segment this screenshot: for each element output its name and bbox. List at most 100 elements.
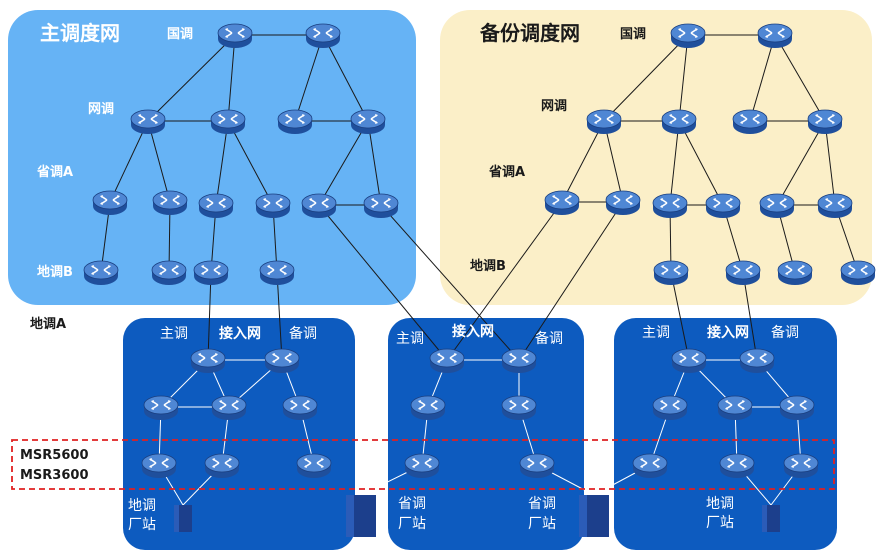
server-icon: [762, 505, 780, 532]
router-icon: [671, 348, 707, 374]
link-line: [147, 120, 171, 203]
router-icon: [817, 193, 853, 219]
link-line: [207, 271, 212, 361]
router-icon: [211, 395, 247, 421]
access-1-site-line1: 地调: [128, 498, 156, 514]
router-icon: [363, 193, 399, 219]
router-icon: [739, 348, 775, 374]
router-icon: [404, 453, 440, 479]
access-3-backup-label: 备调: [771, 324, 799, 341]
router-icon: [783, 453, 819, 479]
link-line: [380, 204, 520, 361]
router-icon: [544, 190, 580, 216]
router-icon: [632, 453, 668, 479]
backup-level-grid: 网调: [541, 99, 567, 114]
access-2-site-left-line1: 省调: [398, 496, 426, 512]
access-1-main-label: 主调: [160, 326, 188, 342]
router-icon: [204, 453, 240, 479]
access-3-title: 接入网: [707, 324, 749, 341]
link-line: [367, 120, 382, 206]
link-line: [824, 120, 836, 206]
access-panel-1: [123, 318, 355, 550]
link-line: [669, 120, 680, 206]
link-line: [446, 201, 563, 361]
link-line: [147, 34, 236, 122]
router-icon: [586, 109, 622, 135]
access-panel-2: [388, 318, 584, 550]
router-icon: [717, 395, 753, 421]
router-icon: [92, 190, 128, 216]
link-line: [749, 34, 776, 122]
access-2-site-left-line2: 厂站: [398, 516, 426, 532]
router-icon: [190, 348, 226, 374]
router-icon: [282, 395, 318, 421]
router-icon: [350, 109, 386, 135]
router-icon: [759, 193, 795, 219]
access-1-title: 接入网: [219, 325, 261, 342]
highlight-model-line2: MSR3600: [20, 468, 89, 483]
router-icon: [301, 193, 337, 219]
link-line: [678, 34, 689, 122]
link-line: [603, 120, 624, 203]
access-3-site-line1: 地调: [706, 496, 734, 512]
access-1-backup-label: 备调: [289, 325, 317, 342]
backup-level-district-b: 地调B: [470, 258, 506, 274]
router-icon: [501, 395, 537, 421]
router-icon: [152, 190, 188, 216]
router-icon: [653, 260, 689, 286]
router-icon: [141, 453, 177, 479]
main-level-district-b: 地调B: [37, 264, 73, 280]
router-icon: [807, 109, 843, 135]
router-icon: [725, 260, 761, 286]
backup-level-province: 省调A: [488, 164, 525, 180]
link-line: [670, 271, 690, 361]
router-icon: [277, 109, 313, 135]
server-icon: [174, 505, 192, 532]
router-icon: [264, 348, 300, 374]
router-icon: [130, 109, 166, 135]
access-2-main-label: 主调: [396, 331, 424, 347]
access-2-title: 接入网: [452, 323, 494, 340]
link-line: [774, 34, 826, 122]
link-line: [318, 204, 448, 361]
router-icon: [143, 395, 179, 421]
router-icon: [429, 348, 465, 374]
router-icon: [259, 260, 295, 286]
router-icon: [732, 109, 768, 135]
main-level-national: 国调: [167, 27, 193, 42]
access-2-site-right-line2: 厂站: [528, 516, 556, 532]
server-icon: [346, 495, 376, 537]
main-level-grid: 网调: [88, 102, 114, 117]
router-icon: [210, 109, 246, 135]
main-dispatch-panel: [8, 10, 416, 305]
router-icon: [151, 260, 187, 286]
link-line: [318, 120, 369, 206]
router-icon: [652, 395, 688, 421]
router-icon: [777, 260, 813, 286]
router-icon: [519, 453, 555, 479]
router-icon: [83, 260, 119, 286]
server-icon: [579, 495, 609, 537]
backup-level-national: 国调: [620, 27, 646, 42]
link-line: [294, 34, 324, 122]
link-line: [742, 271, 758, 361]
link-line: [215, 120, 229, 206]
access-2-site-right-line1: 省调: [528, 496, 556, 512]
router-icon: [217, 23, 253, 49]
district-a-label: 地调A: [30, 316, 66, 332]
router-icon: [501, 348, 537, 374]
router-icon: [255, 193, 291, 219]
link-line: [227, 120, 274, 206]
router-icon: [605, 190, 641, 216]
backup-dispatch-panel: [440, 10, 872, 305]
highlight-model-line1: MSR5600: [20, 448, 89, 463]
router-icon: [661, 109, 697, 135]
link-line: [276, 271, 283, 361]
router-icon: [410, 395, 446, 421]
main-panel-title: 主调度网: [40, 21, 120, 45]
link-line: [678, 120, 724, 206]
link-line: [603, 34, 689, 122]
router-icon: [652, 193, 688, 219]
